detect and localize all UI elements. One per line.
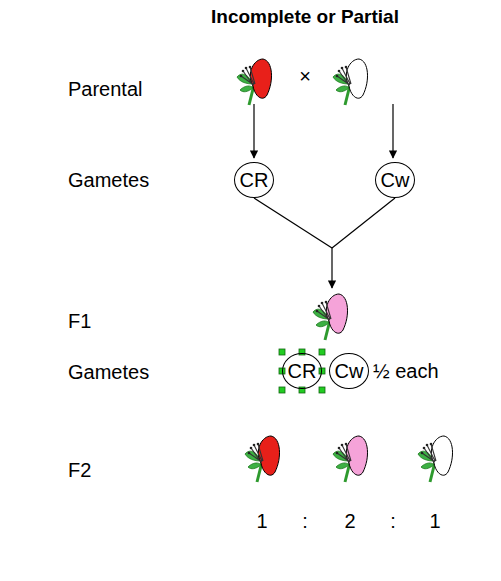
red-flower: [245, 436, 280, 482]
ratio-separator: :: [302, 511, 308, 531]
allele-text: CR: [240, 170, 269, 190]
white-flower: [333, 59, 368, 105]
fusion-line: [254, 198, 332, 248]
gamete-circle: Cw: [375, 162, 415, 198]
cross-symbol: ×: [299, 66, 311, 86]
white-flower: [418, 436, 453, 482]
generation-label: F1: [68, 311, 91, 331]
diagram-title: Incomplete or Partial: [211, 7, 399, 26]
allele-text: Cw: [381, 170, 410, 190]
generation-label: Parental: [68, 79, 143, 99]
gamete-arrow: [253, 104, 254, 158]
generation-label: F2: [68, 460, 91, 480]
ratio-number: 1: [256, 511, 267, 531]
gamete-arrow: [392, 104, 393, 158]
row-label: Gametes: [68, 362, 149, 382]
fusion-line: [332, 198, 395, 248]
ratio-note: ½ each: [373, 361, 439, 381]
allele-text: CR: [288, 361, 317, 381]
ratio-separator: :: [390, 511, 396, 531]
gamete-circle: CR: [234, 162, 274, 198]
gamete-circle: CR: [282, 353, 322, 389]
selection-handles: [279, 349, 325, 393]
ratio-number: 2: [344, 511, 355, 531]
allele-text: Cw: [335, 361, 364, 381]
pink-flower: [333, 436, 368, 482]
gamete-circle: Cw: [329, 353, 369, 389]
pink-flower: [313, 294, 348, 340]
row-label: Gametes: [68, 170, 149, 190]
red-flower: [237, 59, 272, 105]
ratio-number: 1: [429, 511, 440, 531]
fusion-arrow: [331, 248, 332, 288]
